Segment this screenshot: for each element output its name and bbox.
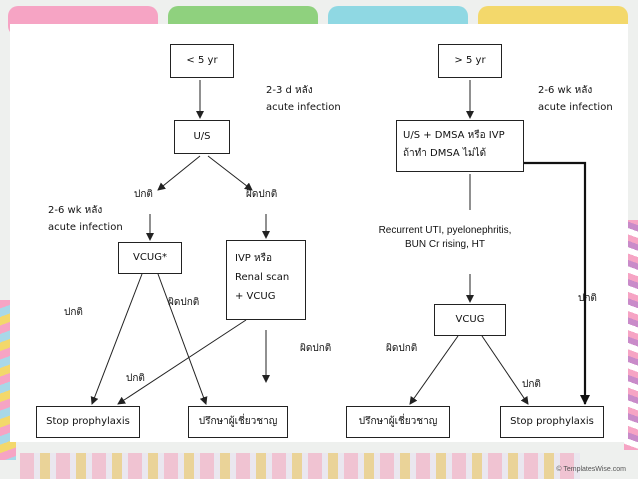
edge-vcug-to-stop: [90, 273, 143, 405]
node-consult-specialist-left: ปรึกษาผู้เชี่ยวชาญ: [188, 406, 288, 438]
node-stop-prophylaxis-left: Stop prophylaxis: [36, 406, 140, 438]
label-right-timing: 2-6 wk หลัง acute infection: [538, 85, 613, 113]
label-right-normal-side: ปกติ: [578, 293, 597, 304]
label-vcug-right-abnormal: ผิดปกติ: [386, 343, 418, 354]
node-vcug-right: VCUG: [434, 304, 506, 336]
edge-vcug-right-to-consult: [409, 335, 459, 405]
node-vcug-left: VCUG*: [118, 242, 182, 274]
node-stop-prophylaxis-right: Stop prophylaxis: [500, 406, 604, 438]
edge-us-to-abnormal: [207, 155, 253, 191]
label-us-abnormal: ผิดปกติ: [246, 189, 278, 200]
node-consult-specialist-right: ปรึกษาผู้เชี่ยวชาญ: [346, 406, 450, 438]
label-ivp-abnormal: ผิดปกติ: [300, 343, 332, 354]
edge-vcug-right-to-stop: [481, 335, 529, 405]
node-over-5-years: > 5 yr: [438, 44, 502, 78]
edge-usdmsa-to-stop-right: [524, 161, 590, 405]
decorative-border-bottom: [20, 453, 580, 479]
flowchart-panel: < 5 yr U/S VCUG* IVP หรือ Renal scan + V…: [10, 24, 628, 442]
edge-us-to-normal: [157, 155, 201, 191]
label-recurrent-conditions: Recurrent UTI, pyelonephritis, BUN Cr ri…: [378, 225, 512, 250]
node-us-dmsa-ivp: U/S + DMSA หรือ IVP ถ้าทำ DMSA ไม่ได้: [396, 120, 524, 172]
label-us-normal: ปกติ: [134, 189, 153, 200]
edge-ivp-to-stop: [117, 319, 247, 405]
label-vcug-normal: ปกติ: [64, 307, 83, 318]
label-vcug-abnormal: ผิดปกติ: [168, 297, 200, 308]
node-under-5-years: < 5 yr: [170, 44, 234, 78]
node-ultrasound: U/S: [174, 120, 230, 154]
edge-vcug-to-consult: [157, 273, 208, 405]
label-vcug-timing: 2-6 wk หลัง acute infection: [48, 205, 123, 233]
watermark-text: © TemplatesWise.com: [556, 466, 626, 473]
flowchart-edges: [90, 80, 590, 405]
label-left-timing: 2-3 d หลัง acute infection: [266, 85, 341, 113]
node-ivp-renal-scan: IVP หรือ Renal scan + VCUG: [226, 240, 306, 320]
label-ivp-normal: ปกติ: [126, 373, 145, 384]
label-vcug-right-normal: ปกติ: [522, 379, 541, 390]
